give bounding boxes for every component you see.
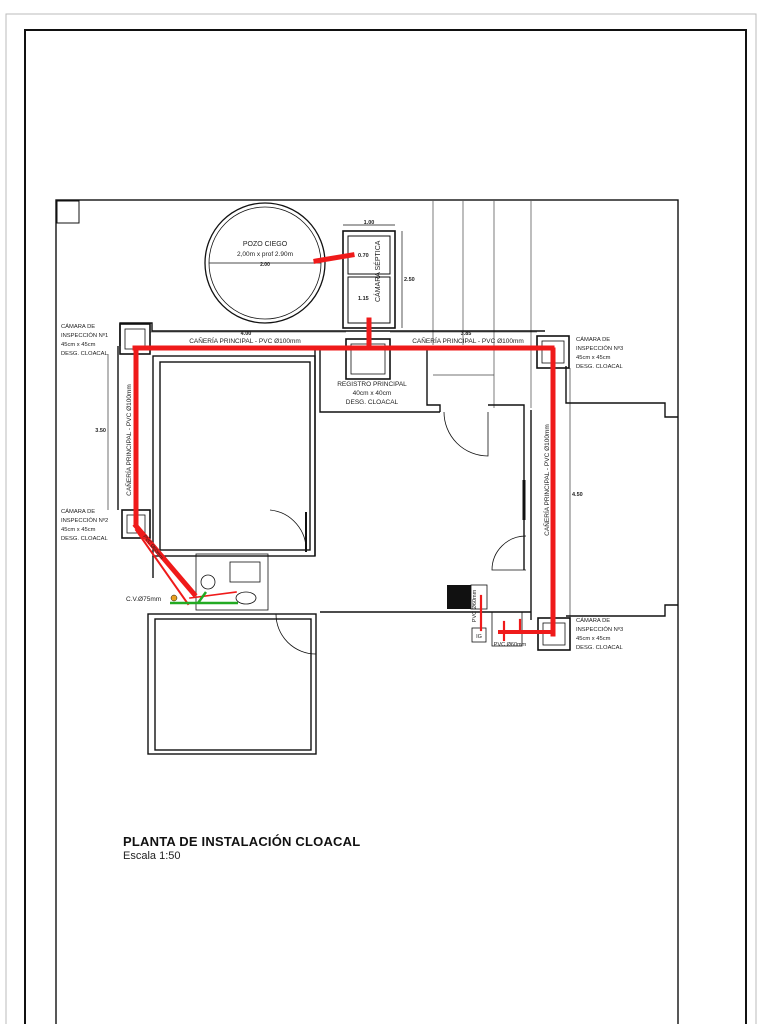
camara-3b-line-2: INSPECCIÓN Nº3 — [576, 626, 623, 633]
camara-2-line-1: CÁMARA DE — [61, 508, 95, 515]
registro-line-2: 40cm x 40cm — [353, 390, 392, 397]
wall-right-a — [488, 404, 525, 570]
sala-inner — [154, 618, 312, 751]
wall-east — [565, 366, 678, 418]
door-bano — [275, 613, 317, 655]
vent-cap — [170, 594, 178, 602]
septica-dim-1: 0.70 — [358, 253, 369, 259]
pipe-label-main-right: CAÑERÍA PRINCIPAL - PVC Ø100mm — [412, 336, 524, 345]
pozo-ciego-dim: 2.00 — [260, 262, 270, 268]
pileta-label: IG — [476, 634, 482, 640]
camara-2-line-4: DESG. CLOACAL — [61, 536, 108, 542]
camara-1-line-2: INSPECCIÓN Nº1 — [61, 332, 108, 339]
septica-chamber-2 — [347, 276, 391, 324]
pipe-label-main-left: CAÑERÍA PRINCIPAL - PVC Ø100mm — [189, 336, 301, 345]
door-cocina — [443, 411, 489, 457]
camara-3b-label: CÁMARA DE INSPECCIÓN Nº3 45cm x 45cm DES… — [576, 617, 623, 651]
septica-outer — [342, 230, 396, 329]
ducha — [229, 561, 261, 583]
pipe-bath-branch — [189, 591, 237, 599]
drawing-scale: Escala 1:50 — [123, 850, 181, 862]
pipe-bath-diagonal — [132, 522, 198, 598]
registro-line-3: DESG. CLOACAL — [346, 399, 399, 406]
septica-dim-depth: 2.50 — [404, 277, 415, 283]
camara-1-line-1: CÁMARA DE — [61, 323, 95, 330]
bathroom-box — [195, 553, 269, 611]
vent-diagonal — [196, 591, 208, 604]
door-dormitorio — [269, 509, 307, 553]
pipe-label-vertical-left: CAÑERÍA PRINCIPAL - PVC Ø100mm — [124, 384, 133, 496]
inodoro — [200, 574, 216, 590]
lavatorio — [235, 591, 257, 605]
pozo-ciego-label: POZO CIEGO — [243, 241, 288, 248]
camara-1-line-3: 45cm x 45cm — [61, 342, 96, 348]
neighbor-lines — [432, 201, 532, 408]
septica-dim-width: 1.00 — [364, 220, 375, 226]
pozo-ciego-outer — [204, 202, 326, 324]
wall-center-b — [319, 346, 440, 413]
pipe-label-kitchen-h: PVC Ø60mm — [494, 642, 527, 648]
camara-3b-line-4: DESG. CLOACAL — [576, 645, 623, 651]
camara-3a-line-2: INSPECCIÓN Nº3 — [576, 345, 623, 352]
drawing-title-block: PLANTA DE INSTALACIÓN CLOACAL Escala 1:5… — [123, 834, 360, 862]
pozo-ciego: POZO CIEGO 2,00m x prof 2.90m 2.00 — [204, 202, 326, 324]
camara-3a-line-3: 45cm x 45cm — [576, 355, 611, 361]
pipe-label-cv: C.V.Ø75mm — [126, 596, 161, 603]
pipe-label-vertical-right: CAÑERÍA PRINCIPAL - PVC Ø100mm — [542, 424, 551, 536]
camara-2-line-2: INSPECCIÓN Nº2 — [61, 517, 108, 524]
camara-1-line-4: DESG. CLOACAL — [61, 351, 108, 357]
lot-boundary — [55, 199, 679, 1024]
camara-3a-line-1: CÁMARA DE — [576, 336, 610, 343]
outer-frame — [5, 13, 757, 1024]
pipe-bath-diagonal-thin — [134, 528, 190, 606]
bathroom — [195, 553, 269, 611]
sala-outline — [147, 613, 317, 755]
dim-top-left: 4.00 — [241, 331, 252, 337]
registro-line-1: REGISTRO PRINCIPAL — [337, 381, 407, 388]
wall-center-c — [426, 346, 441, 412]
camara-1-label: CÁMARA DE INSPECCIÓN Nº1 45cm x 45cm DES… — [61, 323, 108, 357]
camara-3b-line-3: 45cm x 45cm — [576, 636, 611, 642]
door-lavadero — [491, 535, 527, 571]
house-walls — [117, 322, 678, 755]
registro-label: REGISTRO PRINCIPAL 40cm x 40cm DESG. CLO… — [337, 381, 407, 406]
camara-3b-line-1: CÁMARA DE — [576, 617, 610, 624]
septica-dim-2: 1.15 — [358, 296, 369, 302]
dormitorio-inner — [159, 361, 311, 551]
cocina-mesada — [470, 584, 488, 610]
kitchen: IG — [447, 584, 523, 647]
pipe-pozo-septica — [313, 252, 355, 264]
chambers — [119, 323, 571, 651]
septica-label: CÁMARA SÉPTICA — [373, 240, 382, 302]
doors — [269, 411, 527, 655]
pileta-box — [471, 627, 487, 643]
camara-3a-label: CÁMARA DE INSPECCIÓN Nº3 45cm x 45cm DES… — [576, 336, 623, 370]
dimension-lines — [107, 331, 571, 618]
lavadero-box — [491, 611, 523, 647]
vent-pipe — [170, 591, 238, 605]
cocina-artefacto — [447, 585, 471, 609]
dim-right: 4.50 — [572, 492, 583, 498]
camara-septica: 1.00 2.50 0.70 1.15 CÁMARA SÉPTICA — [342, 220, 415, 329]
camara-2-line-3: 45cm x 45cm — [61, 527, 96, 533]
camara-3a-line-4: DESG. CLOACAL — [576, 364, 623, 370]
dim-left: 3.50 — [95, 428, 106, 434]
sewer-pipes — [132, 252, 556, 642]
pozo-ciego-size: 2,00m x prof 2.90m — [237, 251, 293, 258]
drawing-title: PLANTA DE INSTALACIÓN CLOACAL — [123, 834, 361, 849]
corner-mark — [56, 200, 80, 224]
inner-frame — [24, 29, 747, 1024]
dormitorio-outline — [152, 355, 316, 557]
wall-south-right — [566, 604, 678, 617]
camara-2-label: CÁMARA DE INSPECCIÓN Nº2 45cm x 45cm DES… — [61, 508, 108, 542]
pipe-label-kitchen-v: PVC Ø60mm — [472, 589, 478, 622]
dim-top-right: 3.85 — [461, 331, 472, 337]
